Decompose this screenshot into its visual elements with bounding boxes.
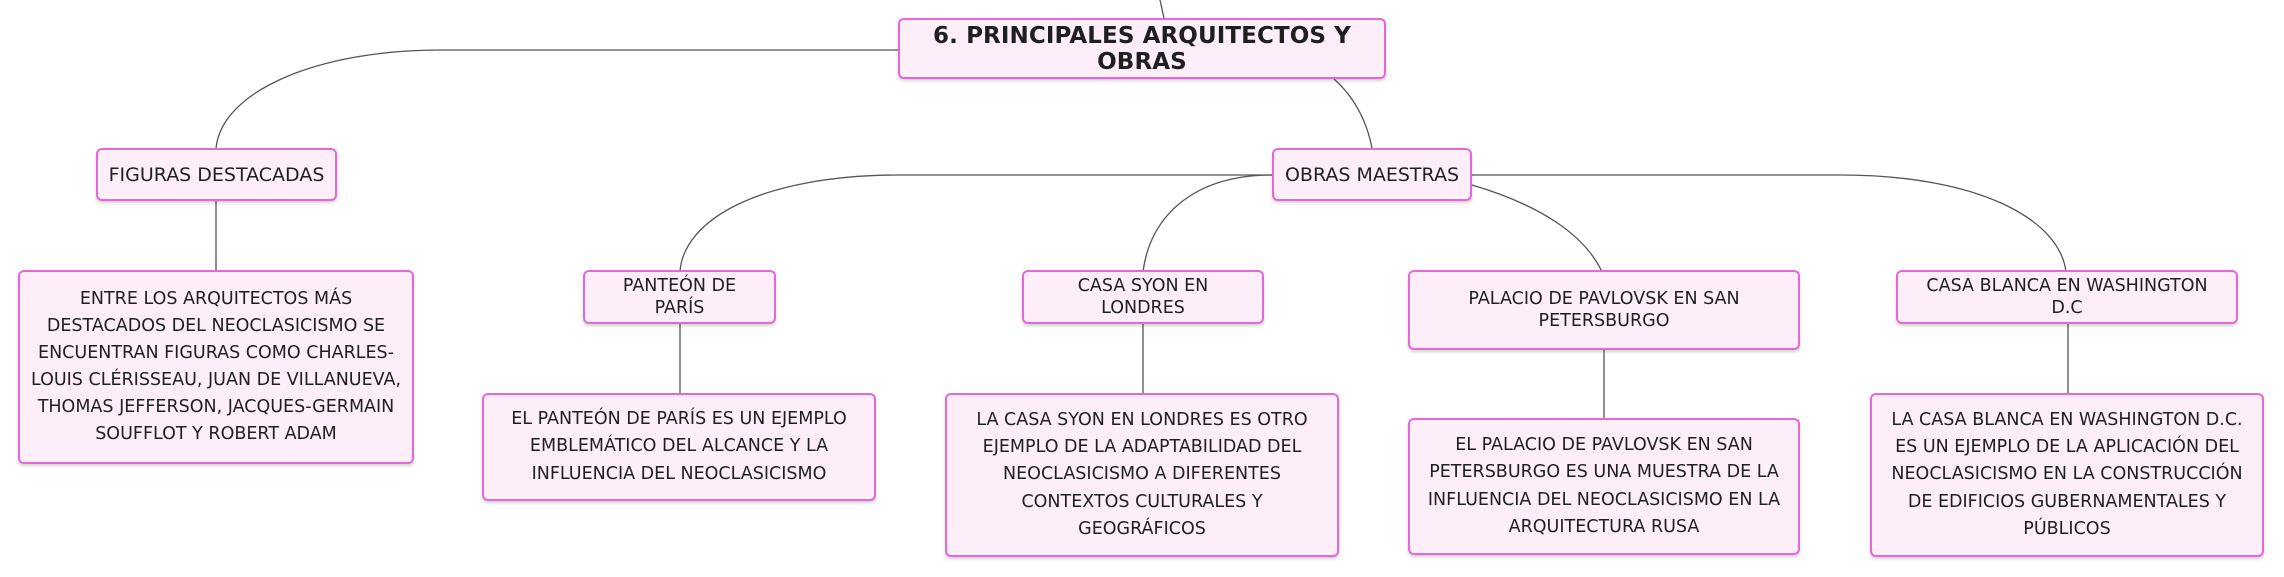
root-topic-node[interactable]: 6. PRINCIPALES ARQUITECTOS Y OBRAS: [898, 18, 1386, 79]
casa-syon-detail-node[interactable]: LA CASA SYON EN LONDRES ES OTRO EJEMPLO …: [945, 393, 1339, 557]
connector-obras-syon: [1142, 174, 1273, 273]
palacio-de-pavlovsk-label: PALACIO DE PAVLOVSK EN SAN PETERSBURGO: [1468, 288, 1740, 331]
panteon-de-paris-detail-text: EL PANTEÓN DE PARÍS ES UN EJEMPLO EMBLEM…: [511, 409, 847, 484]
panteon-de-paris-node[interactable]: PANTEÓN DE PARÍS: [583, 270, 776, 324]
figuras-destacadas-detail-text: ENTRE LOS ARQUITECTOS MÁS DESTACADOS DEL…: [30, 288, 402, 445]
casa-syon-detail-text: LA CASA SYON EN LONDRES ES OTRO EJEMPLO …: [976, 410, 1308, 539]
root-topic-label: 6. PRINCIPALES ARQUITECTOS Y OBRAS: [933, 22, 1351, 75]
obras-maestras-node[interactable]: OBRAS MAESTRAS: [1272, 148, 1472, 201]
panteon-de-paris-detail-node[interactable]: EL PANTEÓN DE PARÍS ES UN EJEMPLO EMBLEM…: [482, 393, 876, 501]
figuras-destacadas-label: FIGURAS DESTACADAS: [108, 163, 325, 186]
connector-obras-casablanca: [1472, 174, 2067, 273]
connector-obras-panteon: [679, 174, 1272, 273]
palacio-de-pavlovsk-detail-text: EL PALACIO DE PAVLOVSK EN SAN PETERSBURG…: [1427, 435, 1781, 537]
figuras-destacadas-detail-node[interactable]: ENTRE LOS ARQUITECTOS MÁS DESTACADOS DEL…: [18, 270, 414, 464]
casa-blanca-node[interactable]: CASA BLANCA EN WASHINGTON D.C: [1896, 270, 2238, 324]
connector-obras-pavlovsk: [1471, 184, 1603, 273]
casa-syon-label: CASA SYON EN LONDRES: [1077, 275, 1209, 318]
obras-maestras-label: OBRAS MAESTRAS: [1284, 163, 1460, 186]
connector-incoming-root: [1159, 0, 1165, 19]
casa-blanca-detail-text: LA CASA BLANCA EN WASHINGTON D.C. ES UN …: [1891, 410, 2243, 539]
panteon-de-paris-label: PANTEÓN DE PARÍS: [622, 275, 737, 318]
casa-syon-node[interactable]: CASA SYON EN LONDRES: [1022, 270, 1264, 324]
connector-root-figuras: [215, 49, 898, 149]
palacio-de-pavlovsk-node[interactable]: PALACIO DE PAVLOVSK EN SAN PETERSBURGO: [1408, 270, 1800, 350]
figuras-destacadas-node[interactable]: FIGURAS DESTACADAS: [96, 148, 337, 201]
casa-blanca-detail-node[interactable]: LA CASA BLANCA EN WASHINGTON D.C. ES UN …: [1870, 393, 2264, 557]
palacio-de-pavlovsk-detail-node[interactable]: EL PALACIO DE PAVLOVSK EN SAN PETERSBURG…: [1408, 418, 1800, 555]
casa-blanca-label: CASA BLANCA EN WASHINGTON D.C: [1926, 275, 2208, 318]
connector-root-obras: [1333, 78, 1373, 149]
